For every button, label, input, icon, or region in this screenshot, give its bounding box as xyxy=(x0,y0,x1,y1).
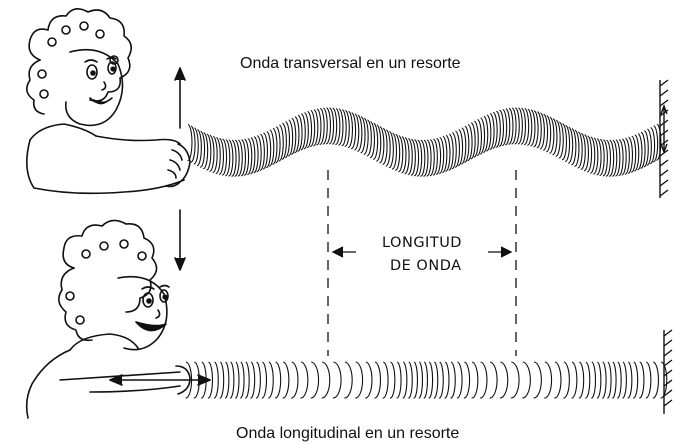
transverse-spring xyxy=(188,108,661,176)
caption-transverse: Onda transversal en un resorte xyxy=(240,55,461,72)
person-bottom-illustration xyxy=(27,220,210,418)
caption-longitudinal: Onda longitudinal en un resorte xyxy=(236,425,459,442)
wall-anchor-bottom xyxy=(664,330,672,414)
longitudinal-spring xyxy=(186,362,667,398)
wavelength-label-line1: LONGITUD xyxy=(382,235,462,251)
longitudinal-spring-coils xyxy=(186,362,667,398)
transverse-spring-coils xyxy=(188,108,661,176)
person-top-illustration xyxy=(27,9,190,270)
wavelength-label-line2: DE ONDA xyxy=(390,258,462,274)
